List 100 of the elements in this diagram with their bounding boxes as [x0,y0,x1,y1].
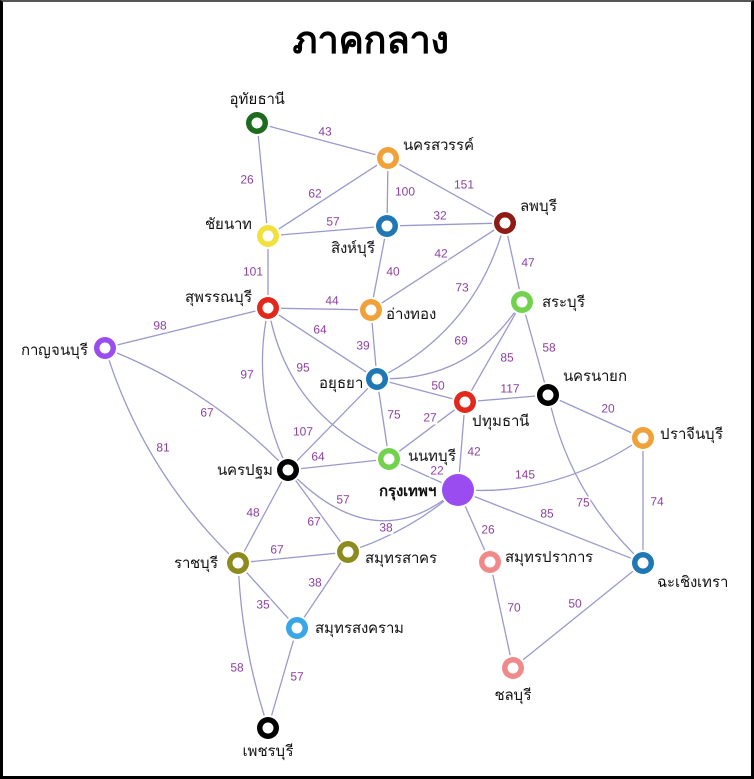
distance-label: 64 [312,324,328,336]
place-name: ชลบุรี [494,686,532,704]
route-line [390,312,515,380]
distance-label: 98 [152,320,168,332]
place-name: กรุงเทพฯ [379,482,436,500]
place-name: ปทุมธานี [472,412,529,430]
distance-label: 57 [325,216,341,228]
route-line [304,562,342,618]
route-line [464,506,486,550]
route-line [642,451,644,550]
distance-label: 32 [432,210,448,222]
place-name: นนทบุรี [408,447,456,465]
distance-label: 50 [430,380,446,392]
distance-label: 26 [480,524,496,536]
place-name: อุทัยธานี [230,90,284,108]
route-line [269,126,376,156]
distance-label: 67 [306,516,322,528]
distance-label: 40 [385,266,401,278]
route-line [378,392,388,446]
distance-label: 43 [317,126,333,138]
distance-label: 73 [454,282,470,294]
route-line [267,249,269,295]
distance-label: 67 [199,406,215,420]
distance-label: 42 [466,446,482,458]
distance-label: 75 [575,496,591,510]
distance-label: 97 [239,368,255,382]
distance-label: 81 [155,442,171,454]
distance-label: 57 [335,494,351,506]
route-line [270,640,294,716]
title: ภาคกลาง [292,17,450,63]
route-line [400,464,442,484]
route-line [389,382,453,400]
route-line [246,572,289,619]
place-name: ฉะเชิงเทรา [657,573,728,591]
place-name: สมุทรปราการ [505,548,593,566]
distance-label: 85 [499,352,515,364]
place-name: กาญจนบุรี [21,341,88,359]
distance-label: 67 [269,544,285,556]
route-line [388,235,502,374]
route-line [250,552,336,562]
route-line [560,400,632,434]
place-name: สระบุรี [542,293,585,311]
distance-label: 74 [649,496,665,508]
route-line [258,136,268,224]
route-line [108,360,230,554]
distance-label: 26 [239,174,255,186]
place-name: นครปฐม [217,461,273,479]
place-name: สมุทรสาคร [365,549,437,567]
distance-label: 39 [355,340,371,352]
route-line [278,314,366,372]
distance-label: 75 [386,408,402,422]
route-line [238,576,265,716]
route-line [474,496,632,559]
route-line [360,500,444,548]
distance-label: 95 [295,362,311,374]
distance-label: 69 [453,334,469,348]
route-line [296,388,368,462]
distance-label: 64 [310,450,326,464]
distance-label: 107 [292,426,314,438]
route-line [371,322,377,366]
distance-label: 117 [499,382,521,396]
distance-label: 62 [307,188,323,200]
distance-label: 58 [541,342,557,354]
route-line [400,222,492,226]
distance-label: 48 [245,506,261,520]
route-line [476,444,632,492]
distance-label: 47 [520,256,536,270]
route-line [386,171,388,213]
place-name: อยุธยา [319,374,363,392]
place-name: สุพรรณบุรี [185,288,252,306]
route-line [478,395,536,402]
route-line [399,164,494,218]
distance-label: 100 [394,186,416,198]
route-line [270,320,378,454]
route-line [382,230,494,304]
distance-label: 42 [433,248,449,260]
distance-label: 35 [255,598,271,612]
place-name: ลพบุรี [520,197,557,215]
distance-label: 145 [514,468,536,482]
route-line [278,164,378,230]
distance-label: 70 [506,602,522,614]
place-name: สมุทรสงคราม [315,619,404,637]
route-line [296,478,444,522]
place-name: ปราจีนบุรี [660,425,723,443]
distance-label: 27 [422,412,438,424]
route-line [507,236,520,290]
distance-label: 85 [539,508,555,520]
route-line [300,460,376,470]
route-line [492,574,511,656]
distance-label: 57 [289,670,305,684]
distance-label: 151 [452,178,476,192]
route-line [550,407,634,554]
place-name: เพชรบุรี [242,742,294,760]
route-line [522,570,634,660]
distance-label: 58 [229,662,245,674]
route-line [458,414,465,472]
place-name: ราชบุรี [174,554,218,572]
route-line [280,226,374,236]
place-name: ชัยนาท [205,215,252,233]
route-line [117,310,256,346]
